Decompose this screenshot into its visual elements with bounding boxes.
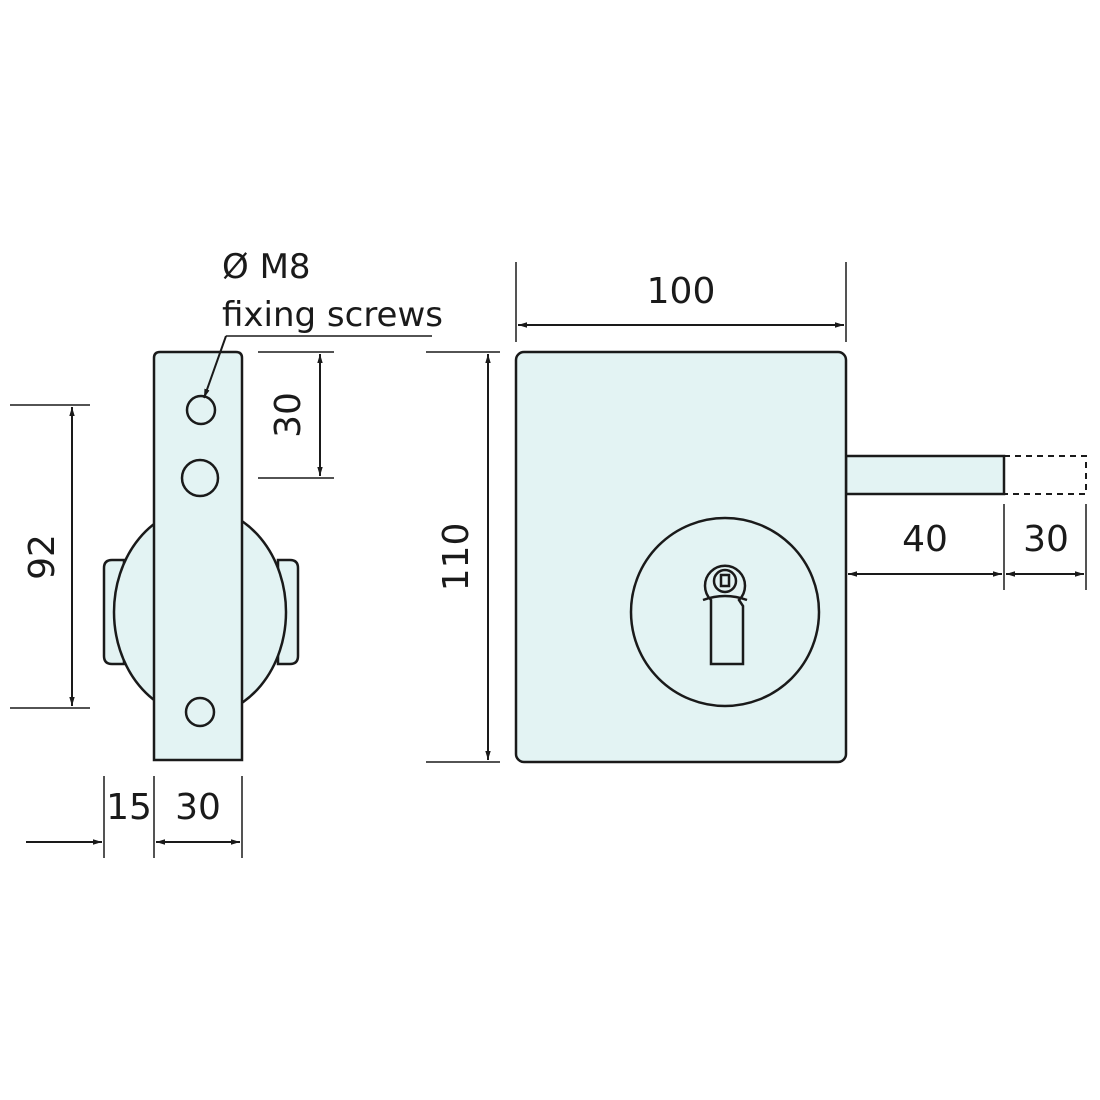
bolt-extension-outline bbox=[1004, 455, 1087, 495]
keyhole-cam bbox=[712, 568, 738, 594]
mounting-plate bbox=[152, 350, 244, 762]
screw-note-diameter: Ø M8 bbox=[222, 247, 311, 287]
lock-bolt bbox=[844, 454, 1006, 496]
keyhole-cam-slot bbox=[719, 573, 731, 588]
dim-label-width: 100 bbox=[647, 271, 716, 312]
keyhole-neck bbox=[702, 594, 748, 602]
dim-label-height: 92 bbox=[22, 534, 63, 580]
dim-label-plate: 30 bbox=[175, 787, 221, 828]
fixing-hole-top bbox=[185, 394, 217, 426]
dim-label-hole-spacing: 30 bbox=[268, 392, 309, 438]
side-view: Ø M8 fixing screws 30 92 15 30 bbox=[10, 247, 443, 858]
dim-label-offset: 15 bbox=[106, 787, 152, 828]
keyhole-icon bbox=[703, 564, 747, 666]
fixing-hole-middle bbox=[180, 458, 220, 498]
front-view: 100 110 40 30 bbox=[426, 262, 1087, 764]
dim-label-bolt-extension: 30 bbox=[1023, 519, 1069, 560]
cylinder-rose bbox=[629, 516, 821, 708]
dim-label-body-height: 110 bbox=[436, 523, 477, 592]
fixing-hole-bottom bbox=[184, 696, 216, 728]
screw-note-label: fixing screws bbox=[222, 295, 443, 335]
dim-label-bolt-throw: 40 bbox=[902, 519, 948, 560]
screw-note-leader bbox=[203, 335, 227, 399]
